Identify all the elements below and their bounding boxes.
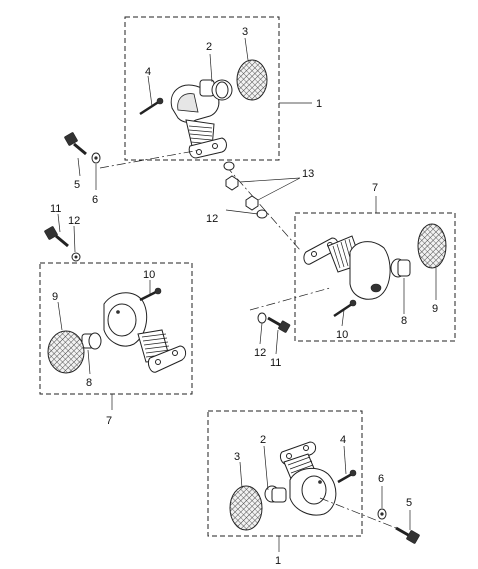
screw <box>333 299 357 318</box>
bolt-and-washer-top: 5 6 <box>64 132 101 206</box>
bolt <box>64 132 87 156</box>
assembly-boundary-box <box>294 212 456 342</box>
callout-5: 5 <box>406 497 412 509</box>
callout-9: 9 <box>52 291 58 303</box>
callout-11: 11 <box>270 357 281 369</box>
assembly-bottom-left-front: 1 2 3 4 <box>207 410 397 567</box>
bulb <box>390 258 411 278</box>
callout-3: 3 <box>234 451 240 463</box>
screw <box>337 469 357 484</box>
callout-8: 8 <box>86 377 92 389</box>
assembly-boundary-box <box>207 410 363 537</box>
washer <box>223 161 235 171</box>
callout-10: 10 <box>143 269 155 281</box>
callout-1: 1 <box>316 98 322 110</box>
callout-10: 10 <box>336 329 348 341</box>
callout-4: 4 <box>340 434 346 446</box>
callout-11: 11 <box>50 203 61 215</box>
callout-12: 12 <box>254 347 266 359</box>
turn-signal-housing <box>349 241 391 300</box>
nut-washer-stack: 13 12 <box>206 161 314 251</box>
callout-6: 6 <box>378 473 384 485</box>
assembly-left-rear: 11 12 7 <box>39 203 193 427</box>
bolt-and-washer-bottom: 6 5 <box>377 473 420 544</box>
callout-3: 3 <box>242 26 248 38</box>
turn-signal-housing <box>170 84 227 159</box>
callout-4: 4 <box>145 66 151 78</box>
washer <box>91 152 101 164</box>
bolt-and-washer-right: 12 11 <box>254 312 291 369</box>
callout-5: 5 <box>74 179 80 191</box>
callout-12: 12 <box>206 213 218 225</box>
bulb <box>199 79 233 101</box>
callout-2: 2 <box>260 434 266 446</box>
callout-8: 8 <box>401 315 407 327</box>
bulb <box>81 332 102 350</box>
nut <box>225 175 239 191</box>
bolt <box>267 316 291 333</box>
screw <box>139 97 164 116</box>
callout-7: 7 <box>106 415 112 427</box>
callout-9: 9 <box>432 303 438 315</box>
nut <box>245 195 259 211</box>
callout-6: 6 <box>92 194 98 206</box>
bolt <box>44 226 69 248</box>
bulb <box>264 485 287 503</box>
washer <box>257 312 267 324</box>
screw <box>139 287 162 302</box>
callout-13: 13 <box>302 168 314 180</box>
assembly-boundary-box <box>124 16 280 161</box>
washer <box>256 209 268 219</box>
bolt <box>395 526 420 544</box>
callout-1: 1 <box>275 555 281 567</box>
assembly-boundary-box <box>39 262 193 395</box>
callout-2: 2 <box>206 41 212 53</box>
callout-7: 7 <box>372 182 378 194</box>
callout-12: 12 <box>68 215 80 227</box>
assembly-top-right-front: 1 2 3 4 <box>99 16 322 169</box>
assembly-right-rear: 7 10 8 <box>249 182 456 342</box>
